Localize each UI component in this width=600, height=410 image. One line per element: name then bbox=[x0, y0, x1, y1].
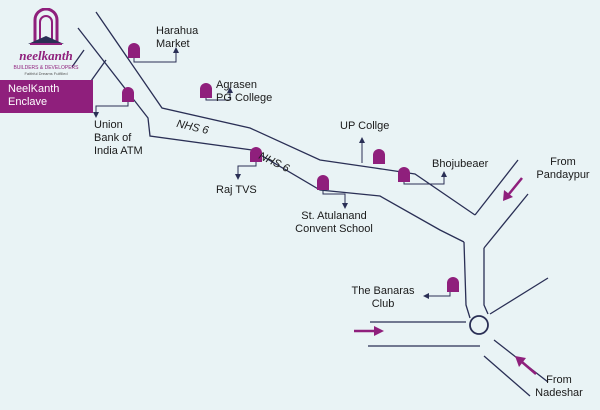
pandeypur-road-left bbox=[474, 159, 519, 216]
pin-up-college[interactable] bbox=[373, 149, 385, 164]
nadeshar-road-lower bbox=[483, 355, 531, 397]
temple-emblem-icon bbox=[28, 7, 64, 45]
pin-harahua-market[interactable] bbox=[128, 43, 140, 58]
label-from-pandaypur: From Pandaypur bbox=[536, 156, 590, 181]
brand-logo[interactable]: neelkanth BUILDERS & DEVELOPERS Faithful… bbox=[6, 7, 86, 80]
project-name-badge[interactable]: NeelKanth Enclave bbox=[0, 80, 93, 113]
label-union-bank-atm: Union Bank of India ATM bbox=[94, 119, 143, 157]
label-bhojubeaer: Bhojubeaer bbox=[432, 158, 489, 170]
roundabout bbox=[469, 315, 489, 335]
south-road-left bbox=[463, 241, 471, 319]
project-name: NeelKanth Enclave bbox=[8, 83, 60, 108]
pin-st-atulanand-school[interactable] bbox=[317, 175, 329, 190]
label-harahua-market: Harahua Market bbox=[156, 25, 199, 50]
south-road-right bbox=[483, 248, 489, 315]
enclave-branch-upper bbox=[71, 49, 85, 68]
brand-subtitle: BUILDERS & DEVELOPERS bbox=[13, 65, 79, 71]
brand-tagline: Faithful Dreams Fulfilled bbox=[24, 71, 68, 76]
brand-name: neelkanth bbox=[19, 48, 73, 63]
road-network bbox=[71, 11, 549, 397]
nhs6-road-upper-edge bbox=[95, 11, 476, 216]
from-nadeshar-arrow bbox=[521, 361, 537, 375]
label-st-atulanand-school: St. Atulanand Convent School bbox=[295, 210, 373, 235]
pin-arrowheads bbox=[93, 47, 447, 299]
from-pandaypur-arrow bbox=[508, 177, 523, 195]
east-road bbox=[489, 277, 549, 315]
label-up-college: UP Collge bbox=[340, 120, 390, 132]
pandeypur-road-right bbox=[483, 193, 529, 249]
landmark-pins bbox=[122, 43, 459, 292]
label-raj-tvs: Raj TVS bbox=[216, 184, 257, 196]
pin-banaras-club[interactable] bbox=[447, 277, 459, 292]
direction-arrows bbox=[354, 177, 537, 375]
label-from-nadeshar: From Nadeshar bbox=[535, 374, 583, 399]
label-agrasen-pg-college: Agrasen PG College bbox=[216, 79, 273, 104]
label-banaras-club: The Banaras Club bbox=[351, 285, 415, 310]
pin-union-bank-atm[interactable] bbox=[122, 87, 134, 102]
nhs6-road-lower-edge bbox=[77, 27, 465, 243]
pin-agrasen-pg-college[interactable] bbox=[200, 83, 212, 98]
pin-connectors bbox=[95, 52, 451, 297]
pin-bhojubeaer[interactable] bbox=[398, 167, 410, 182]
